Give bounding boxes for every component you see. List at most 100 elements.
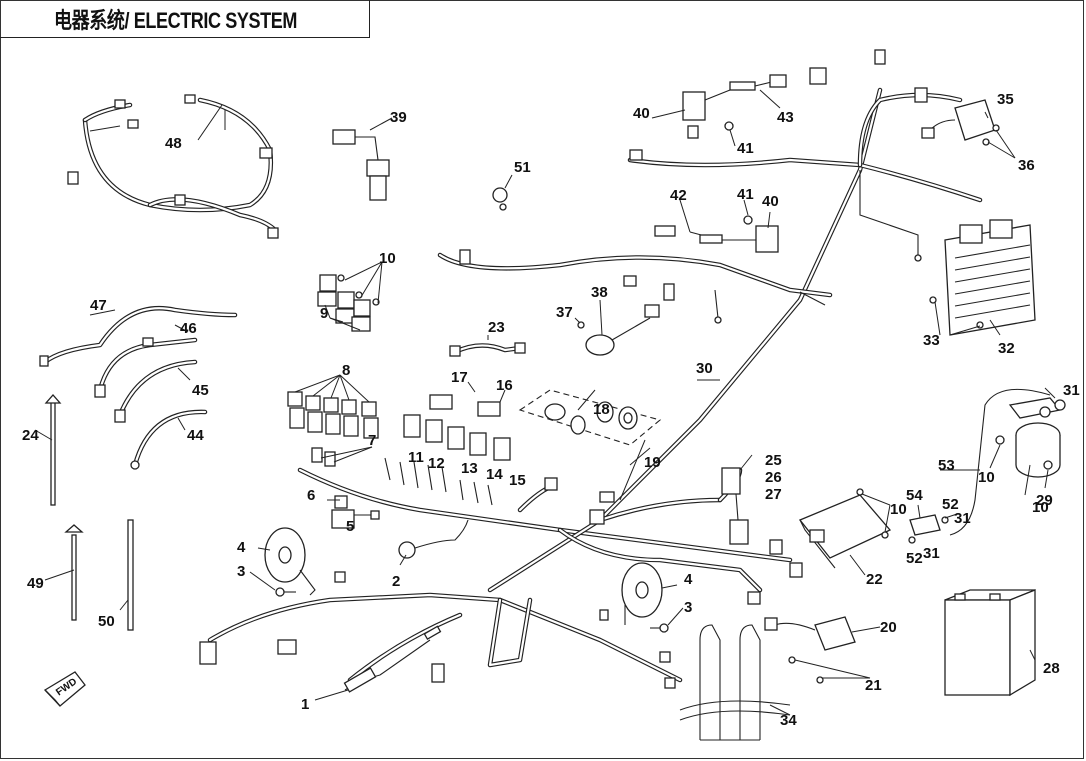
fuse-connectors-7 xyxy=(311,447,493,506)
relay-bank-8 xyxy=(287,391,379,439)
callout: 10 xyxy=(890,501,907,518)
callout: 41 xyxy=(737,186,754,203)
callout: 39 xyxy=(390,109,407,126)
sensor-assembly-40 xyxy=(654,74,787,253)
fuse-holder-54 xyxy=(908,514,949,544)
callout: 31 xyxy=(923,545,940,562)
callout: 19 xyxy=(644,454,661,471)
callout: 53 xyxy=(938,457,955,474)
callout: 48 xyxy=(165,135,182,152)
leader-lines xyxy=(34,89,1056,716)
switches xyxy=(403,394,511,461)
horn-left xyxy=(264,527,316,597)
connector-25 xyxy=(721,467,749,545)
voltage-regulator-32 xyxy=(929,219,1036,336)
callout: 28 xyxy=(1043,660,1060,677)
horn-right xyxy=(621,562,669,633)
callout: 15 xyxy=(509,472,526,489)
relays-9 xyxy=(317,274,380,332)
flasher-relay-5 xyxy=(331,495,380,529)
small-cables xyxy=(39,305,238,470)
page-title: 电器系统/ ELECTRIC SYSTEM xyxy=(54,7,297,33)
callout: 13 xyxy=(461,460,478,477)
callout: 6 xyxy=(307,487,315,504)
cable-ties xyxy=(44,394,134,631)
sub-harness-23 xyxy=(449,342,526,357)
callout: 49 xyxy=(27,575,44,592)
callout: 10 xyxy=(379,250,396,267)
title-block: 电器系统/ ELECTRIC SYSTEM xyxy=(0,0,370,38)
callout: 40 xyxy=(633,105,650,122)
callout: 10 xyxy=(1032,499,1049,516)
callout-labels: 1 2 3 3 4 4 5 6 7 8 9 10 10 10 10 11 12 … xyxy=(22,91,1080,729)
speed-sensor-38 xyxy=(577,304,660,356)
callout: 12 xyxy=(428,455,445,472)
sensor-39 xyxy=(332,129,390,201)
clamp-51 xyxy=(492,187,508,211)
callout: 9 xyxy=(320,305,328,322)
callout: 51 xyxy=(514,159,531,176)
callout: 50 xyxy=(98,613,115,630)
callout: 4 xyxy=(684,571,693,588)
callout: 3 xyxy=(237,563,245,580)
callout: 24 xyxy=(22,427,39,444)
callout: 42 xyxy=(670,187,687,204)
ecu-22 xyxy=(798,488,892,569)
callout: 22 xyxy=(866,571,883,588)
callout: 54 xyxy=(906,487,923,504)
callout: 34 xyxy=(780,712,797,729)
battery-strap-34 xyxy=(679,624,791,741)
callout: 45 xyxy=(192,382,209,399)
tilt-sensor-20 xyxy=(764,616,856,684)
callout: 32 xyxy=(998,340,1015,357)
fan-relay-35 xyxy=(921,99,1000,146)
callout: 5 xyxy=(346,518,354,535)
callout: 30 xyxy=(696,360,713,377)
harness-connectors xyxy=(199,49,928,689)
callout: 23 xyxy=(488,319,505,336)
callout: 31 xyxy=(1063,382,1080,399)
callout: 4 xyxy=(237,539,246,556)
pressure-switch-2 xyxy=(398,519,469,559)
callout: 10 xyxy=(978,469,995,486)
callout: 46 xyxy=(180,320,197,337)
callout: 41 xyxy=(737,140,754,157)
callout: 26 xyxy=(765,469,782,486)
parts-kit-18 xyxy=(518,389,662,446)
wiring-harness-48 xyxy=(67,94,279,239)
callout: 35 xyxy=(997,91,1014,108)
callout: 1 xyxy=(301,696,309,713)
callout: 11 xyxy=(408,449,424,466)
callout: 18 xyxy=(593,401,610,418)
callout: 52 xyxy=(906,550,923,567)
callout: 7 xyxy=(368,432,376,449)
callout: 52 xyxy=(942,496,959,513)
callout: 40 xyxy=(762,193,779,210)
callout: 8 xyxy=(342,362,350,379)
callout: 29 xyxy=(1036,492,1053,509)
battery-28 xyxy=(944,589,1036,697)
callout: 16 xyxy=(496,377,513,394)
callout: 47 xyxy=(90,297,107,314)
main-wiring-harness xyxy=(207,87,983,683)
callout: 17 xyxy=(451,369,468,386)
callout: 21 xyxy=(865,677,882,694)
callout: 38 xyxy=(591,284,608,301)
callout: 14 xyxy=(486,466,503,483)
callout: 31 xyxy=(954,510,971,527)
callout: 20 xyxy=(880,619,897,636)
callout: 43 xyxy=(777,109,794,126)
callout: 25 xyxy=(765,452,782,469)
starter-relay-29 xyxy=(949,388,1066,536)
callout: 36 xyxy=(1018,157,1035,174)
callout: 44 xyxy=(187,427,204,444)
callout: 3 xyxy=(684,599,692,616)
oxygen-sensor-1 xyxy=(343,625,442,693)
callout: 27 xyxy=(765,486,782,503)
fwd-direction-marker: FWD xyxy=(43,671,86,707)
callout: 33 xyxy=(923,332,940,349)
callout: 2 xyxy=(392,573,400,590)
callout: 37 xyxy=(556,304,573,321)
